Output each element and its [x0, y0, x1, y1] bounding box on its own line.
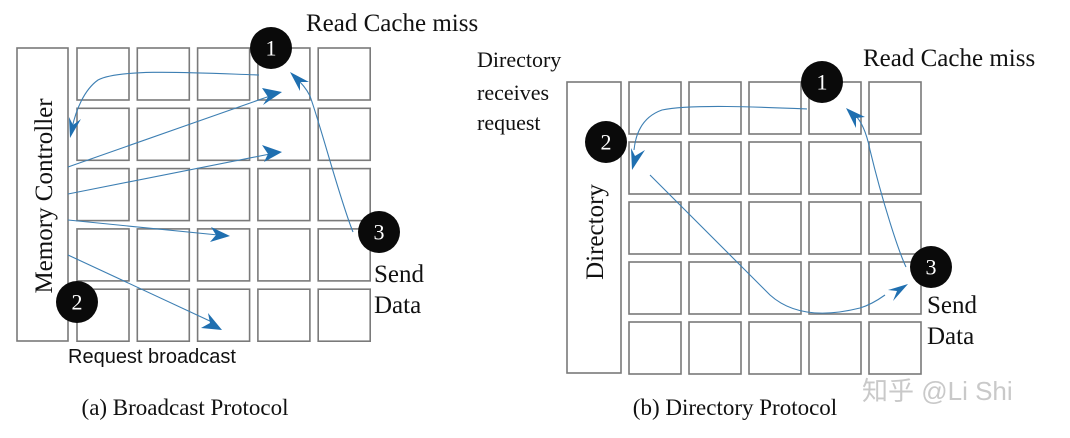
core-tile-r1-c2 — [136, 47, 191, 101]
core-tile-r5-c4 — [808, 321, 862, 375]
core-tile-r4-c4 — [257, 228, 311, 282]
core-tile-r3-c2 — [136, 167, 191, 222]
badge-step-2: 2 — [56, 281, 98, 323]
arrowhead-miss-to-controller — [69, 117, 81, 138]
arrow-miss-to-directory — [633, 105, 808, 151]
core-tile-r5-c5 — [868, 321, 922, 375]
core-tile-r2-c1 — [628, 141, 682, 195]
core-tile-r3-c4 — [257, 167, 311, 222]
core-tile-r4-c1 — [76, 228, 130, 282]
core-tile-r3-c4 — [808, 201, 862, 255]
core-tile-r5-c2 — [136, 288, 191, 343]
svg-text:2: 2 — [601, 130, 612, 155]
core-tile-r2-c4 — [257, 107, 311, 162]
badge-step-2-b: 2 — [585, 121, 627, 163]
core-tile-r4-c3 — [196, 228, 251, 282]
arrow-broadcast-1 — [67, 95, 271, 168]
arrows-broadcast — [67, 71, 354, 330]
core-tile-r5-c4 — [257, 288, 311, 343]
arrow-miss-to-controller — [71, 71, 260, 129]
badge-step-1: 1 — [250, 27, 292, 69]
label-data-b: Data — [927, 323, 974, 350]
core-tile-r4-c2 — [688, 261, 742, 315]
core-tile-r2-c5 — [868, 141, 922, 195]
arrowhead-forward-request — [888, 284, 908, 301]
memory-controller-label: Memory Controller — [31, 98, 58, 294]
core-tile-r5-c3 — [196, 288, 251, 343]
core-tile-r2-c2 — [136, 107, 191, 162]
badge-step-3: 3 — [358, 211, 400, 253]
label-data: Data — [374, 292, 421, 319]
label-directory-receives-3: request — [477, 110, 541, 135]
core-tile-r2-c1 — [76, 107, 130, 162]
svg-text:1: 1 — [266, 36, 277, 61]
arrow-forward-request — [649, 174, 886, 314]
core-tile-r2-c5 — [317, 107, 372, 162]
arrowhead-broadcast-4 — [201, 313, 222, 330]
badge-step-3-b: 3 — [910, 246, 952, 288]
core-tile-r2-c4 — [808, 141, 862, 195]
arrow-send-data — [295, 77, 354, 233]
arrowhead-send-data — [290, 72, 309, 91]
core-tile-r3-c1 — [76, 167, 130, 222]
arrowhead-broadcast-2 — [262, 145, 282, 162]
core-tile-r4-c3 — [748, 261, 802, 315]
directory-label: Directory — [582, 184, 609, 280]
arrows-directory — [631, 105, 908, 314]
svg-text:2: 2 — [72, 290, 83, 315]
core-tile-r1-c5 — [868, 81, 922, 135]
core-tile-r3-c1 — [628, 201, 682, 255]
arrowhead-miss-to-directory — [631, 148, 645, 170]
panel-broadcast: Memory Controller 1 2 — [16, 10, 478, 420]
arrow-send-data-b — [854, 114, 907, 268]
core-tile-r3-c3 — [748, 201, 802, 255]
arrow-broadcast-3 — [67, 219, 219, 236]
caption-broadcast: (a) Broadcast Protocol — [82, 395, 289, 420]
core-tile-r4-c4 — [808, 261, 862, 315]
label-read-cache-miss-b: Read Cache miss — [863, 45, 1035, 72]
core-tile-r5-c1 — [628, 321, 682, 375]
core-tile-r5-c5 — [317, 288, 372, 343]
core-tile-r3-c5 — [868, 201, 922, 255]
caption-directory: (b) Directory Protocol — [633, 395, 837, 420]
core-tile-r5-c2 — [688, 321, 742, 375]
label-send: Send — [374, 261, 425, 288]
label-directory-receives-2: receives — [477, 80, 549, 105]
arrowhead-broadcast-1 — [262, 88, 282, 105]
core-tile-r3-c5 — [317, 167, 372, 222]
core-tile-r3-c3 — [196, 167, 251, 222]
svg-text:3: 3 — [926, 255, 937, 280]
core-tile-r2-c3 — [196, 107, 251, 162]
core-tile-r1-c2 — [688, 81, 742, 135]
core-tile-r2-c3 — [748, 141, 802, 195]
badge-step-1-b: 1 — [801, 61, 843, 103]
core-tile-r4-c2 — [136, 228, 191, 282]
watermark: 知乎 @Li Shi — [862, 376, 1013, 406]
core-tile-r5-c3 — [748, 321, 802, 375]
core-tile-r4-c1 — [628, 261, 682, 315]
core-tile-r1-c5 — [317, 47, 372, 101]
arrowhead-send-data-b — [846, 108, 865, 128]
svg-text:3: 3 — [374, 220, 385, 245]
tile-grid-directory — [628, 81, 922, 375]
label-request-broadcast: Request broadcast — [68, 346, 236, 368]
core-tile-r3-c2 — [688, 201, 742, 255]
core-tile-r2-c2 — [688, 141, 742, 195]
arrowhead-broadcast-3 — [210, 227, 230, 242]
arrow-broadcast-4 — [67, 254, 213, 323]
label-read-cache-miss: Read Cache miss — [306, 10, 478, 37]
label-send-b: Send — [927, 292, 978, 319]
label-directory-receives-1: Directory — [477, 47, 561, 72]
tile-grid-broadcast — [76, 47, 372, 343]
arrow-broadcast-2 — [67, 153, 271, 195]
svg-text:1: 1 — [817, 70, 828, 95]
panel-directory: Directory 1 2 3 Read Cache miss Director… — [477, 45, 1035, 420]
